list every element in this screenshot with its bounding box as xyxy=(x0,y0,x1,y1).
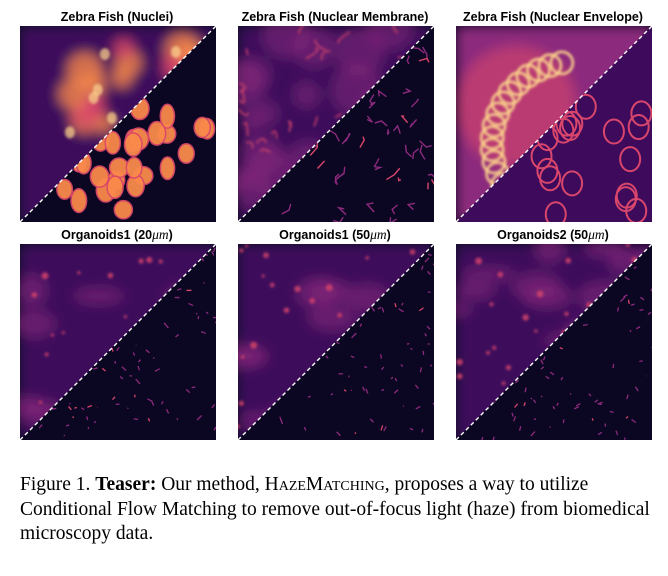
panel-title-organoids1-50: Organoids1 (50μm) xyxy=(279,227,391,243)
microscopy-panel-organoids1-20 xyxy=(20,244,216,440)
caption-text-2: , proposes a way to utilize Conditional … xyxy=(20,474,650,544)
microscopy-panel-zebrafish-membrane xyxy=(238,26,434,222)
panel-title-organoids2-50: Organoids2 (50μm) xyxy=(497,227,609,243)
caption-text-1: Our method, xyxy=(161,474,260,495)
panel-title-organoids1-20: Organoids1 (20μm) xyxy=(61,227,173,243)
caption-method-name: HazeMatching xyxy=(264,474,385,495)
microscopy-panel-zebrafish-nuclei xyxy=(20,26,216,222)
panel-title-zebrafish-membrane: Zebra Fish (Nuclear Membrane) xyxy=(241,10,429,24)
microscopy-panel-organoids2-50 xyxy=(456,244,652,440)
figure-caption: Figure 1. Teaser: Our method, HazeMatchi… xyxy=(20,473,656,547)
panel-title-zebrafish-nuclei: Zebra Fish (Nuclei) xyxy=(60,10,174,24)
microscopy-panel-organoids1-50 xyxy=(238,244,434,440)
caption-label: Figure 1. xyxy=(20,474,91,495)
microscopy-panel-zebrafish-envelope xyxy=(456,26,652,222)
panel-title-zebrafish-envelope: Zebra Fish (Nuclear Envelope) xyxy=(463,10,643,24)
caption-bold-lead: Teaser: xyxy=(95,474,157,495)
